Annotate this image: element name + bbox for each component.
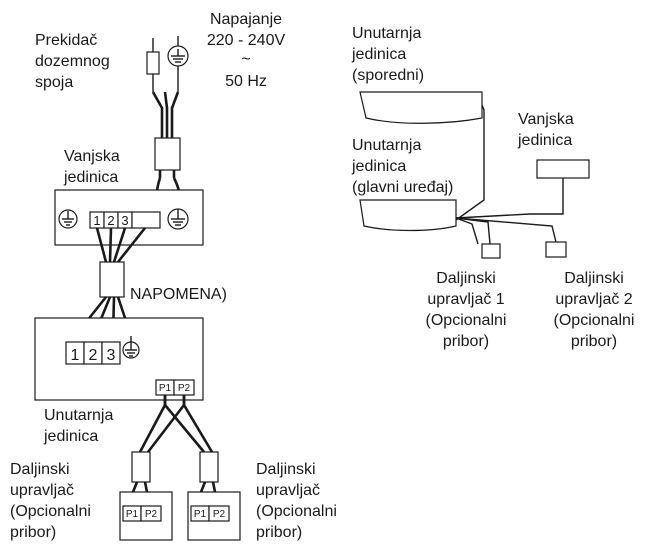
outdoor-label-right-line-1: Vanjska [518, 111, 574, 128]
remote-right-label: Daljinski upravljač (Opcionalni pribor) [256, 461, 337, 541]
right-wiring [455, 104, 564, 245]
outdoor-earth-left-icon [58, 209, 78, 229]
remote-right-label-line-1: Daljinski [256, 461, 316, 478]
indoor-main-label-line-1: Unutarnja [352, 137, 421, 154]
outdoor-terminal-3-label: 3 [121, 213, 128, 228]
remote-controller-right: P1 P2 [187, 491, 241, 541]
outdoor-label-right: Vanjska jedinica [517, 111, 574, 149]
remote-left-label-line-1: Daljinski [10, 461, 70, 478]
indoor-main-label: Unutarnja jedinica (glavni uređaj) [351, 137, 453, 196]
supply-label-line-4: 50 Hz [225, 73, 267, 90]
indoor-secondary-label-line-1: Unutarnja [352, 25, 421, 42]
indoor-unit-main [359, 199, 457, 232]
remote-right-label-line-3: (Opcionalni [256, 503, 337, 520]
remote-right-label-line-2: upravljač [256, 482, 320, 499]
remote-right-p2-label: P2 [213, 509, 226, 520]
indoor-terminal-p2-label: P2 [178, 383, 191, 394]
remote-left-label-line-4: pribor) [10, 524, 56, 541]
supply-label-line-2: 220 - 240V [207, 32, 286, 49]
outdoor-label-right-line-2: jedinica [517, 132, 572, 149]
indoor-terminal-block: 1 2 3 [65, 341, 121, 365]
remote-left-label: Daljinski upravljač (Opcionalni pribor) [10, 461, 91, 541]
remote-left-p1-label: P1 [126, 509, 139, 520]
remote1-label-line-2: upravljač 1 [427, 291, 504, 308]
indoor-unit-label-line-1: Unutarnja [44, 407, 113, 424]
remote1-label-line-4: pribor) [443, 333, 489, 350]
note-label: NAPOMENA) [130, 286, 227, 303]
indoor-secondary-label-line-2: jedinica [351, 46, 406, 63]
remote1-label: Daljinski upravljač 1 (Opcionalni pribor… [426, 270, 507, 350]
breaker-label-line-3: spoja [35, 74, 73, 91]
outdoor-unit-label-line-2: jedinica [63, 169, 118, 186]
remote2-label-line-2: upravljač 2 [555, 291, 632, 308]
remote-right-terminal-p2 [208, 505, 230, 522]
indoor-terminal-2-label: 2 [89, 347, 98, 364]
indoor-earth-icon [122, 336, 140, 359]
remote2-label-line-4: pribor) [571, 333, 617, 350]
remote-controller-left: P1 P2 [119, 491, 173, 541]
breaker-label: Prekidač dozemnog spoja [35, 32, 110, 91]
remote-cables [128, 395, 220, 507]
remote2-label-line-3: (Opcionalni [554, 312, 635, 329]
indoor-main-label-line-3: (glavni uređaj) [352, 179, 453, 196]
breaker-label-line-2: dozemnog [35, 53, 110, 70]
remote1-label-line-1: Daljinski [436, 270, 496, 287]
remote-left-label-line-3: (Opcionalni [10, 503, 91, 520]
outdoor-terminal-1-label: 1 [93, 213, 100, 228]
breaker-label-line-1: Prekidač [35, 32, 97, 49]
remote-right-p1-label: P1 [194, 509, 207, 520]
indoor-secondary-label: Unutarnja jedinica (sporedni) [351, 25, 424, 84]
remote-left-label-line-2: upravljač [10, 482, 74, 499]
outdoor-terminal-supply [131, 211, 161, 229]
indoor-terminal-p1-label: P1 [159, 383, 172, 394]
remote2-label: Daljinski upravljač 2 (Opcionalni pribor… [554, 270, 635, 350]
outdoor-earth-right-icon [167, 208, 189, 230]
remote-controller-1 [481, 243, 501, 259]
remote-controller-2 [545, 241, 567, 258]
outdoor-unit-label-line-1: Vanjska [64, 148, 120, 165]
supply-label-line-3: ~ [241, 51, 250, 68]
breaker-symbol [146, 38, 160, 92]
remote-left-p2-label: P2 [145, 509, 158, 520]
remote1-label-line-3: (Opcionalni [426, 312, 507, 329]
outdoor-terminal-block: 1 2 3 [89, 211, 161, 229]
indoor-remote-terminal-block: P1 P2 [155, 379, 195, 396]
power-supply-label: Napajanje 220 - 240V ~ 50 Hz [207, 11, 286, 90]
remote2-label-line-1: Daljinski [564, 270, 624, 287]
indoor-secondary-label-line-3: (sporedni) [352, 67, 424, 84]
indoor-unit-label-line-2: jedinica [43, 428, 98, 445]
outdoor-unit-right [536, 159, 590, 179]
indoor-terminal-1-label: 1 [71, 347, 80, 364]
indoor-main-label-line-2: jedinica [351, 158, 406, 175]
indoor-unit-secondary [359, 91, 483, 124]
supply-label-line-1: Napajanje [210, 11, 282, 28]
remote-right-label-line-4: pribor) [256, 524, 302, 541]
indoor-terminal-3-label: 3 [107, 347, 116, 364]
indoor-terminal-3 [101, 341, 121, 365]
remote-left-terminal-p2 [140, 505, 162, 522]
supply-earth-icon [167, 36, 189, 92]
outdoor-terminal-2-label: 2 [107, 213, 114, 228]
